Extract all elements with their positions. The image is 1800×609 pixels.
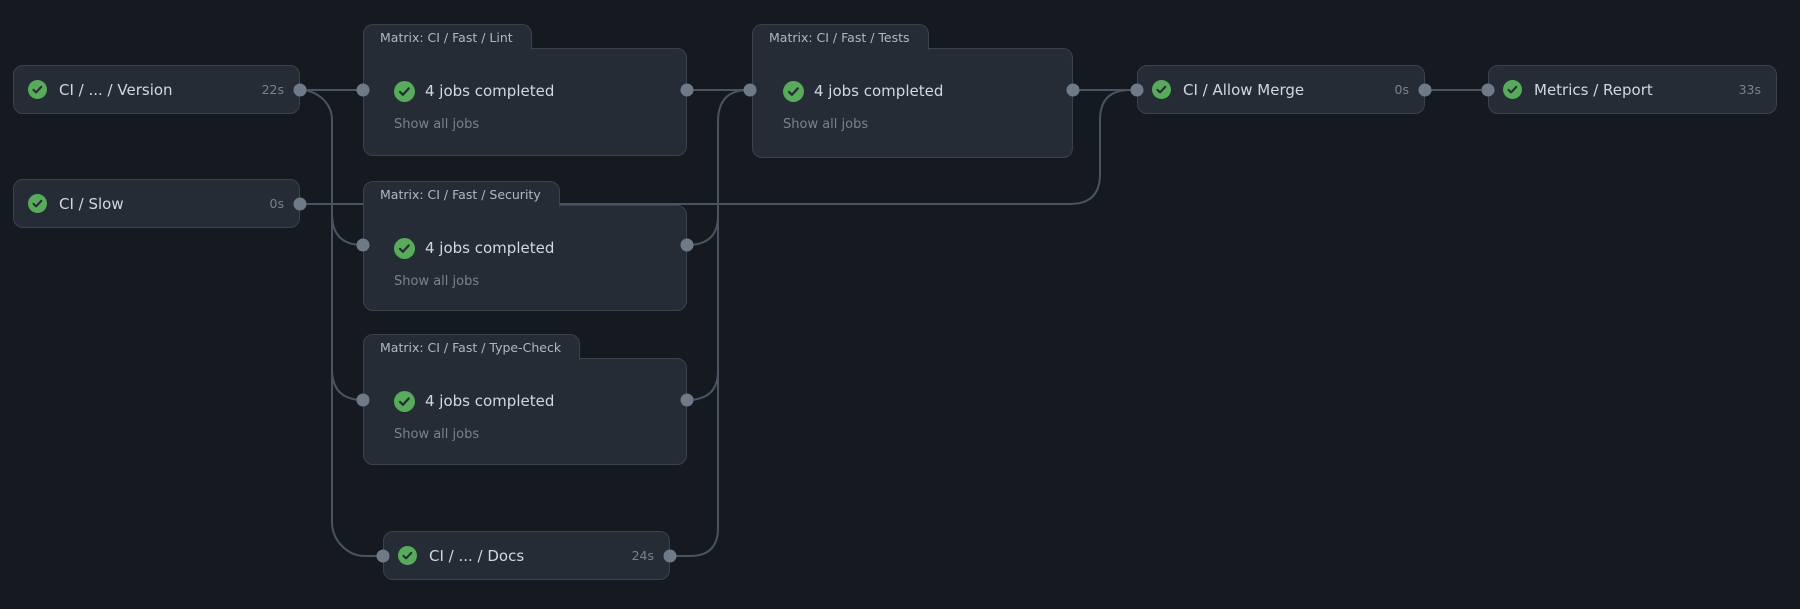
job-node-version[interactable]: CI / ... / Version 22s xyxy=(13,65,300,114)
matrix-title: Matrix: CI / Fast / Security xyxy=(380,187,541,202)
edge-version-fanout xyxy=(299,89,383,557)
job-duration: 33s xyxy=(1738,82,1761,97)
success-check-icon xyxy=(394,237,415,259)
matrix-group-lint: Matrix: CI / Fast / Lint 4 jobs complete… xyxy=(363,24,687,156)
job-node-metrics[interactable]: Metrics / Report 33s xyxy=(1488,65,1777,114)
success-check-icon xyxy=(394,390,415,412)
matrix-summary: 4 jobs completed xyxy=(394,387,686,415)
jobs-completed-text: 4 jobs completed xyxy=(425,82,555,100)
matrix-title: Matrix: CI / Fast / Type-Check xyxy=(380,340,562,355)
job-duration: 22s xyxy=(261,82,284,97)
success-check-icon xyxy=(394,80,415,102)
job-duration: 24s xyxy=(631,548,654,563)
success-check-icon xyxy=(1152,80,1171,99)
jobs-completed-text: 4 jobs completed xyxy=(425,392,555,410)
matrix-summary: 4 jobs completed xyxy=(783,77,1072,105)
matrix-tab: Matrix: CI / Fast / Type-Check xyxy=(363,334,581,360)
edge-typecheck-to-tests xyxy=(686,370,719,401)
show-all-jobs-link[interactable]: Show all jobs xyxy=(783,117,869,132)
edge-security-to-tests xyxy=(686,215,719,246)
edge-docs-to-tests xyxy=(670,89,750,557)
success-check-icon xyxy=(783,80,804,102)
matrix-title: Matrix: CI / Fast / Lint xyxy=(380,30,513,45)
matrix-group-tests: Matrix: CI / Fast / Tests 4 jobs complet… xyxy=(752,24,1073,158)
matrix-body[interactable]: 4 jobs completed Show all jobs xyxy=(752,48,1073,158)
job-duration: 0s xyxy=(1394,82,1409,97)
matrix-summary: 4 jobs completed xyxy=(394,234,686,262)
show-all-jobs-link[interactable]: Show all jobs xyxy=(394,117,480,132)
show-all-jobs-link[interactable]: Show all jobs xyxy=(394,274,480,289)
job-label: CI / Slow xyxy=(59,194,124,213)
success-check-icon xyxy=(28,80,47,99)
job-node-slow[interactable]: CI / Slow 0s xyxy=(13,179,300,228)
show-all-jobs-link[interactable]: Show all jobs xyxy=(394,427,480,442)
job-node-docs[interactable]: CI / ... / Docs 24s xyxy=(383,531,670,580)
jobs-completed-text: 4 jobs completed xyxy=(425,239,555,257)
success-check-icon xyxy=(1503,80,1522,99)
matrix-tab: Matrix: CI / Fast / Lint xyxy=(363,24,532,50)
matrix-body[interactable]: 4 jobs completed Show all jobs xyxy=(363,48,687,156)
edge-version-to-security xyxy=(331,213,364,246)
matrix-body[interactable]: 4 jobs completed Show all jobs xyxy=(363,205,687,311)
matrix-summary: 4 jobs completed xyxy=(394,77,686,105)
job-label: CI / ... / Docs xyxy=(429,546,525,565)
matrix-title: Matrix: CI / Fast / Tests xyxy=(769,30,910,45)
success-check-icon xyxy=(398,546,417,565)
jobs-completed-text: 4 jobs completed xyxy=(814,82,944,100)
edge-version-to-typecheck xyxy=(331,368,364,401)
job-label: CI / Allow Merge xyxy=(1183,80,1305,99)
matrix-tab: Matrix: CI / Fast / Security xyxy=(363,181,560,207)
matrix-tab: Matrix: CI / Fast / Tests xyxy=(752,24,929,50)
job-label: Metrics / Report xyxy=(1534,80,1653,99)
job-node-allow-merge[interactable]: CI / Allow Merge 0s xyxy=(1137,65,1425,114)
matrix-group-type-check: Matrix: CI / Fast / Type-Check 4 jobs co… xyxy=(363,334,687,465)
job-duration: 0s xyxy=(269,196,284,211)
matrix-body[interactable]: 4 jobs completed Show all jobs xyxy=(363,358,687,465)
matrix-group-security: Matrix: CI / Fast / Security 4 jobs comp… xyxy=(363,181,687,311)
job-label: CI / ... / Version xyxy=(59,80,173,99)
success-check-icon xyxy=(28,194,47,213)
